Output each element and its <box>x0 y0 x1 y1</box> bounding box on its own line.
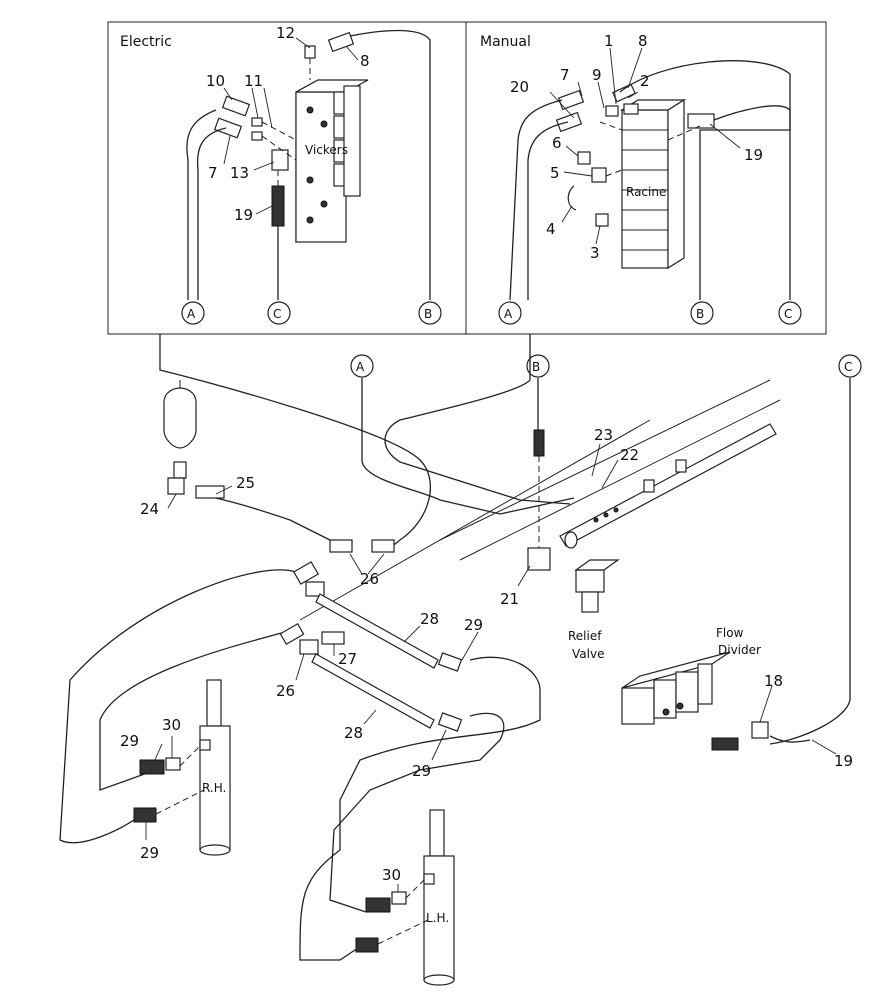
electric-callouts: 12 8 10 11 7 13 19 <box>206 24 370 224</box>
connector-b-electric <box>418 301 442 325</box>
callout-24: 24 <box>140 500 159 518</box>
electric-fittings <box>213 31 355 227</box>
connector-b-electric-label: B <box>424 307 432 321</box>
rh-cylinder: R.H. <box>133 679 231 856</box>
callout-19-lower: 19 <box>834 752 853 770</box>
flow-divider-label-line2: Divider <box>718 643 761 657</box>
callout-29-rh-lower: 29 <box>140 844 159 862</box>
callout-12: 12 <box>276 24 295 42</box>
vickers-solenoids <box>333 85 361 197</box>
flow-divider-label-line1: Flow <box>716 626 744 640</box>
connector-b-lower <box>526 354 550 378</box>
connector-a-electric-label: A <box>187 307 196 321</box>
flow-divider: Flow Divider <box>621 626 811 751</box>
callout-13: 13 <box>230 164 249 182</box>
callout-29-rh-upper: 29 <box>120 732 139 750</box>
manual-callouts: 1 8 7 9 2 20 19 6 5 4 3 <box>510 32 763 262</box>
callout-2: 2 <box>640 72 650 90</box>
callout-27: 27 <box>338 650 357 668</box>
rh-cylinder-label: R.H. <box>202 781 226 795</box>
racine-valve: Racine <box>619 98 687 270</box>
electric-leaders <box>223 37 359 215</box>
lower-leaders <box>145 443 837 892</box>
callout-30-lh: 30 <box>382 866 401 884</box>
connector-b-manual-label: B <box>696 307 704 321</box>
manual-leaders <box>549 47 741 245</box>
callout-22: 22 <box>620 446 639 464</box>
connector-b-lower-label: B <box>532 360 540 374</box>
center-fittings <box>279 539 463 732</box>
callout-8: 8 <box>360 52 370 70</box>
relief-valve: Relief Valve <box>527 429 620 661</box>
connector-c-manual-label: C <box>784 307 792 321</box>
callout-28-lower: 28 <box>344 724 363 742</box>
callout-21: 21 <box>500 590 519 608</box>
manual-panel: Manual <box>465 21 827 335</box>
lh-cylinder: L.H. <box>355 809 455 986</box>
connector-a-manual-label: A <box>504 307 513 321</box>
electric-panel-frame <box>107 21 467 335</box>
callout-8-manual: 8 <box>638 32 648 50</box>
callout-11: 11 <box>244 72 263 90</box>
connector-a-lower <box>350 354 374 378</box>
lh-cylinder-label: L.H. <box>426 911 449 925</box>
connector-a-manual <box>498 301 522 325</box>
vickers-valve: Vickers <box>295 78 369 244</box>
panel-hoses <box>186 29 791 301</box>
manual-panel-title: Manual <box>480 34 531 50</box>
electric-panel: Electric <box>107 21 467 335</box>
callout-26-upper: 26 <box>360 570 379 588</box>
callout-9: 9 <box>592 66 602 84</box>
manifold-tube <box>559 423 777 549</box>
callout-25: 25 <box>236 474 255 492</box>
callout-19: 19 <box>234 206 253 224</box>
callout-7: 7 <box>208 164 218 182</box>
callout-28-upper: 28 <box>420 610 439 628</box>
racine-label: Racine <box>626 185 666 199</box>
callout-4: 4 <box>546 220 556 238</box>
relief-valve-label-line2: Valve <box>572 647 604 661</box>
callout-23: 23 <box>594 426 613 444</box>
connector-a-lower-label: A <box>356 360 365 374</box>
lower-connectors: A B C <box>350 354 862 378</box>
vickers-label: Vickers <box>305 143 348 157</box>
lower-hoses <box>59 334 851 961</box>
panel-connectors: A C B A B C <box>181 301 802 325</box>
connector-c-lower <box>838 354 862 378</box>
connector-c-electric <box>267 301 291 325</box>
relief-valve-label-line1: Relief <box>568 629 602 643</box>
callout-18: 18 <box>764 672 783 690</box>
callout-6: 6 <box>552 134 562 152</box>
callout-10: 10 <box>206 72 225 90</box>
electric-panel-title: Electric <box>120 34 172 50</box>
accumulator <box>163 380 225 499</box>
connector-c-lower-label: C <box>844 360 852 374</box>
lower-callouts: 23 22 24 25 26 21 28 29 27 26 28 29 29 3… <box>120 426 853 884</box>
callout-1: 1 <box>604 32 614 50</box>
connector-b-manual <box>690 301 714 325</box>
callout-26-lower: 26 <box>276 682 295 700</box>
callout-29-middle: 29 <box>412 762 431 780</box>
callout-29-upper: 29 <box>464 616 483 634</box>
manual-panel-frame <box>465 21 827 335</box>
connector-c-electric-label: C <box>273 307 281 321</box>
callout-20: 20 <box>510 78 529 96</box>
callout-19-manual: 19 <box>744 146 763 164</box>
callout-30-rh: 30 <box>162 716 181 734</box>
callout-7-manual: 7 <box>560 66 570 84</box>
connector-a-electric <box>181 301 205 325</box>
callout-5: 5 <box>550 164 560 182</box>
connector-c-manual <box>778 301 802 325</box>
callout-3: 3 <box>590 244 600 262</box>
manual-fittings <box>555 83 715 227</box>
